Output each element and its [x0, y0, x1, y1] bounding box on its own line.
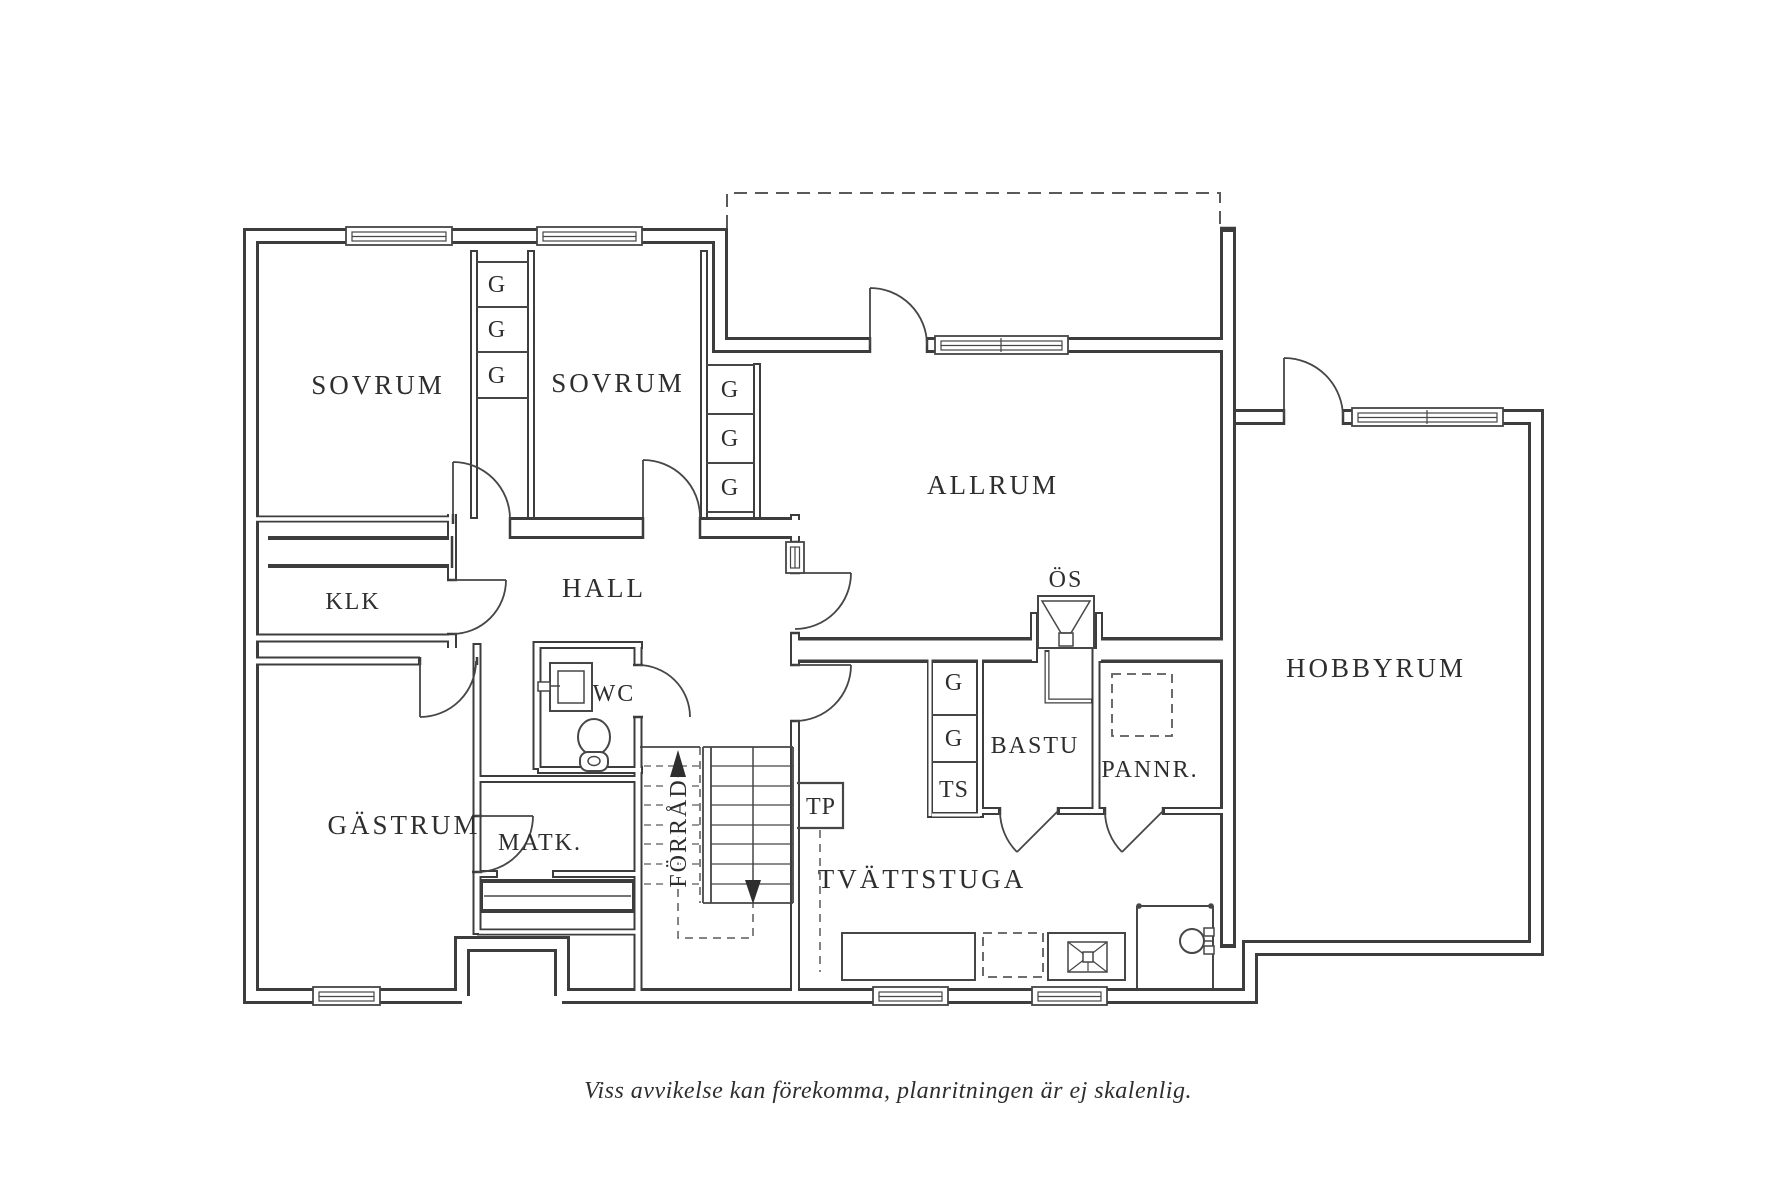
room-label-sovrum-1: SOVRUM [311, 370, 445, 400]
room-label-forrad: FÖRRÅD [666, 778, 692, 887]
wardrobe-label: G [721, 426, 739, 452]
stair-down-arrow [745, 880, 761, 904]
stair-up-arrow [670, 750, 686, 777]
water-heater-icon [1136, 903, 1215, 988]
door-allrum-entry [869, 287, 928, 346]
walls-core [246, 231, 1541, 1001]
toilet-icon [577, 718, 611, 772]
room-label-tvattstuga: TVÄTTSTUGA [818, 864, 1026, 894]
doors [419, 287, 1344, 873]
room-label-klk: KLK [325, 589, 380, 615]
closet-dividers [476, 261, 978, 763]
fireplace-icon [1037, 595, 1095, 649]
boiler-dashed-box [1111, 673, 1173, 737]
wardrobe-label: G [945, 726, 963, 752]
room-label-hall: HALL [562, 573, 646, 603]
door-pannrum [1104, 810, 1164, 853]
door-sovrum-2 [642, 459, 701, 518]
door-matk [476, 815, 534, 873]
room-label-wc: WC [593, 681, 636, 707]
drying-cabinet-label: TS [939, 777, 969, 803]
door-hobbyrum [1283, 357, 1344, 418]
door-sovrum-1 [452, 461, 511, 520]
sink-icon [537, 662, 593, 712]
room-label-hobbyrum: HOBBYRUM [1286, 653, 1466, 683]
laundry-sink-icon [1047, 932, 1126, 981]
door-hall-tvattstuga [794, 664, 852, 722]
wardrobe-label: G [721, 377, 739, 403]
door-hall-allrum [794, 572, 852, 630]
room-label-allrum: ALLRUM [927, 470, 1059, 500]
door-klk [451, 579, 507, 635]
door-gastrum [419, 660, 477, 718]
wardrobe-label: G [488, 317, 506, 343]
upper-floor-dashed-outline [726, 192, 1221, 228]
room-label-pannrum: PANNR. [1101, 757, 1198, 783]
plan-disclaimer-caption: Viss avvikelse kan förekomma, planritnin… [584, 1078, 1192, 1104]
storage-dashed-treads [644, 765, 699, 885]
staircase [640, 746, 794, 904]
room-label-tp: TP [806, 794, 836, 820]
fixtures [484, 595, 1215, 988]
laundry-counter [841, 932, 976, 981]
wardrobe-label: G [721, 475, 739, 501]
wardrobe-label: G [945, 670, 963, 696]
room-label-bastu: BASTU [991, 733, 1080, 759]
room-label-os: ÖS [1049, 567, 1084, 593]
door-bastu [999, 810, 1059, 853]
wardrobe-label: G [488, 272, 506, 298]
dashed-annotations [644, 192, 1221, 978]
windows [312, 226, 1504, 1006]
wardrobe-label: G [488, 363, 506, 389]
appliance-dashed-box [982, 932, 1044, 978]
door-wc [637, 664, 691, 718]
tp-box [797, 781, 845, 830]
room-label-matk: MATK. [498, 830, 582, 856]
walk-line-ticks [670, 803, 686, 857]
room-label-sovrum-2: SOVRUM [551, 368, 685, 398]
under-stair-dashed-box [677, 903, 754, 939]
room-labels: SOVRUM SOVRUM ALLRUM HALL KLK WC GÄSTRUM… [311, 368, 1466, 894]
stair-walk-line-up [677, 747, 701, 903]
wardrobe-labels: G G G G G G G G TS [488, 272, 969, 803]
room-label-gastrum: GÄSTRUM [327, 810, 480, 840]
